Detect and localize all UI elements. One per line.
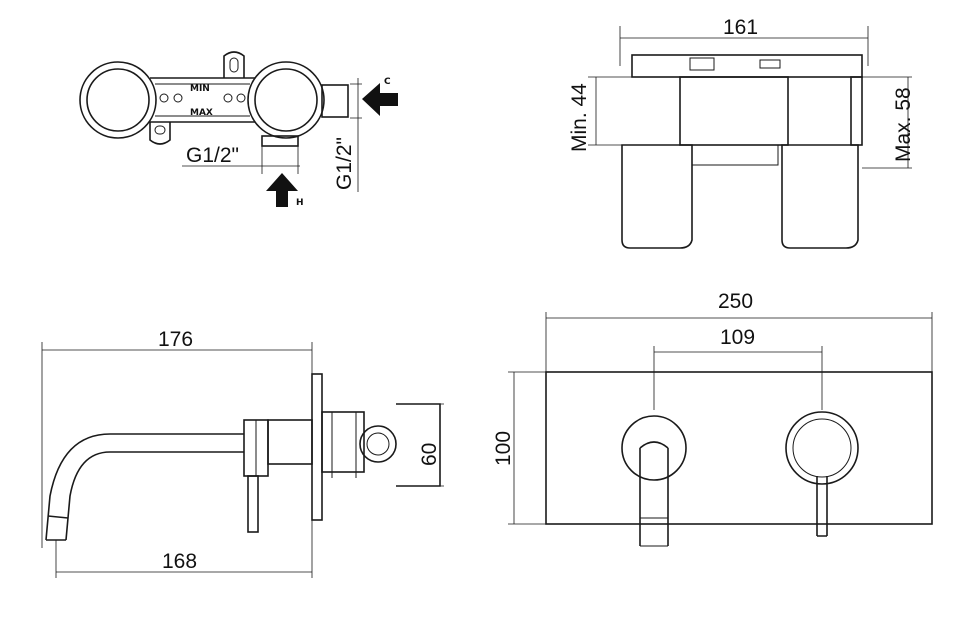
hot-inlet-label: H <box>296 198 304 208</box>
plate-width-value: 250 <box>718 290 753 313</box>
plate-height-value: 100 <box>492 431 515 466</box>
spout-projection-value: 168 <box>162 550 197 573</box>
max-depth-value: Max. 58 <box>892 87 915 162</box>
depth-view <box>588 26 912 249</box>
min-depth-value: Min. 44 <box>568 83 591 152</box>
min-label: MIN <box>190 84 210 94</box>
thread-v-dimension <box>350 78 362 192</box>
rough-in-body-view <box>79 51 349 147</box>
cold-inlet-arrow-icon <box>362 83 398 116</box>
hot-inlet-arrow-icon <box>266 173 298 207</box>
max-label: MAX <box>190 108 213 118</box>
side-view <box>41 342 444 578</box>
front-view <box>508 312 933 547</box>
cold-inlet-label: C <box>384 77 391 87</box>
thread-v-value: G1/2" <box>333 137 356 190</box>
thread-h-dimension <box>182 146 300 174</box>
thread-h-value: G1/2" <box>186 144 239 167</box>
depth-width-value: 161 <box>723 16 758 39</box>
body-height-value: 60 <box>418 443 441 466</box>
overall-length-value: 176 <box>158 328 193 351</box>
centers-value: 109 <box>720 326 755 349</box>
